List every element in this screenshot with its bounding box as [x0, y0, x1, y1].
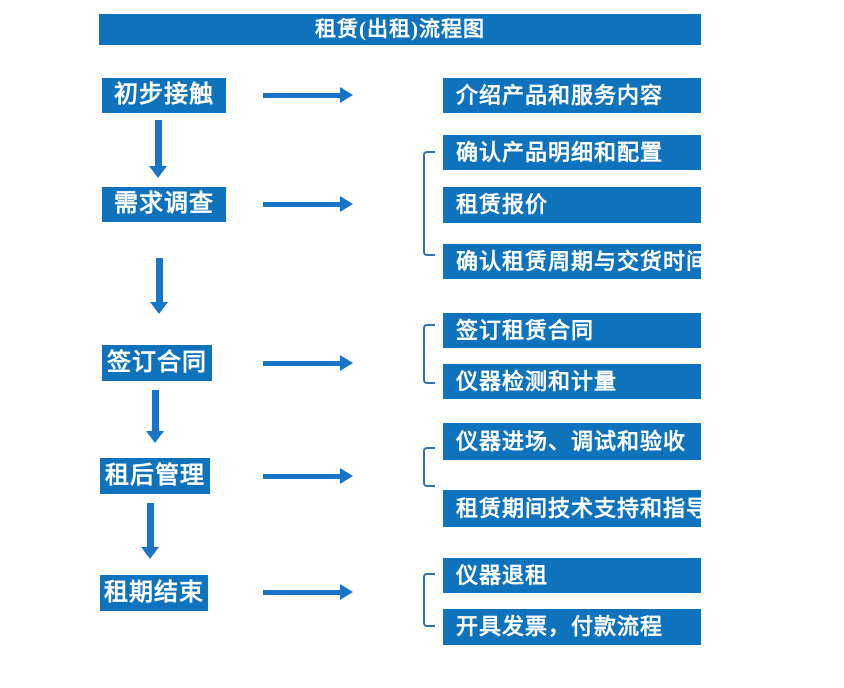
arrow-head-icon	[149, 166, 167, 178]
arrow-shaft	[263, 589, 340, 595]
arrow-head-icon	[340, 584, 353, 600]
group-bracket	[423, 447, 435, 487]
arrow-head-icon	[141, 547, 159, 559]
arrow-shaft	[155, 258, 163, 302]
step-box-post-rental-management: 租后管理	[100, 458, 210, 494]
detail-box-confirm-rental-period: 确认租赁周期与交货时间	[443, 244, 701, 279]
arrow-shaft	[263, 360, 340, 366]
title-banner: 租赁(出租)流程图	[99, 14, 701, 45]
step-box-demand-survey: 需求调查	[102, 187, 226, 222]
detail-box-rental-quote: 租赁报价	[443, 187, 701, 223]
detail-box-invoice-payment: 开具发票，付款流程	[443, 609, 701, 645]
group-bracket	[423, 324, 435, 384]
arrow-shaft	[263, 473, 340, 479]
arrow-head-icon	[340, 355, 353, 371]
arrow-head-icon	[340, 87, 353, 103]
detail-box-instrument-testing: 仪器检测和计量	[443, 364, 701, 399]
right-arrow	[263, 468, 353, 484]
down-arrow	[146, 390, 164, 443]
step-box-rental-end: 租期结束	[100, 575, 208, 611]
arrow-shaft	[151, 390, 159, 431]
detail-box-sign-rental-contract: 签订租赁合同	[443, 313, 701, 348]
right-arrow	[263, 87, 353, 103]
step-box-initial-contact: 初步接触	[102, 78, 226, 113]
arrow-shaft	[154, 120, 162, 166]
right-arrow	[263, 584, 353, 600]
arrow-head-icon	[340, 196, 353, 212]
arrow-shaft	[263, 92, 340, 98]
detail-box-rental-tech-support: 租赁期间技术支持和指导	[443, 490, 701, 527]
arrow-head-icon	[146, 431, 164, 443]
arrow-shaft	[263, 201, 340, 207]
step-box-sign-contract: 签订合同	[102, 345, 212, 381]
down-arrow	[149, 120, 167, 178]
arrow-head-icon	[150, 302, 168, 314]
detail-box-instrument-setup-acceptance: 仪器进场、调试和验收	[443, 423, 701, 460]
group-bracket	[423, 573, 435, 627]
group-bracket	[423, 151, 435, 256]
arrow-shaft	[146, 503, 154, 547]
arrow-head-icon	[340, 468, 353, 484]
down-arrow	[141, 503, 159, 559]
down-arrow	[150, 258, 168, 314]
detail-box-confirm-product-details: 确认产品明细和配置	[443, 135, 701, 170]
right-arrow	[263, 196, 353, 212]
detail-box-introduce-products: 介绍产品和服务内容	[443, 78, 701, 113]
detail-box-instrument-return: 仪器退租	[443, 558, 701, 593]
right-arrow	[263, 355, 353, 371]
